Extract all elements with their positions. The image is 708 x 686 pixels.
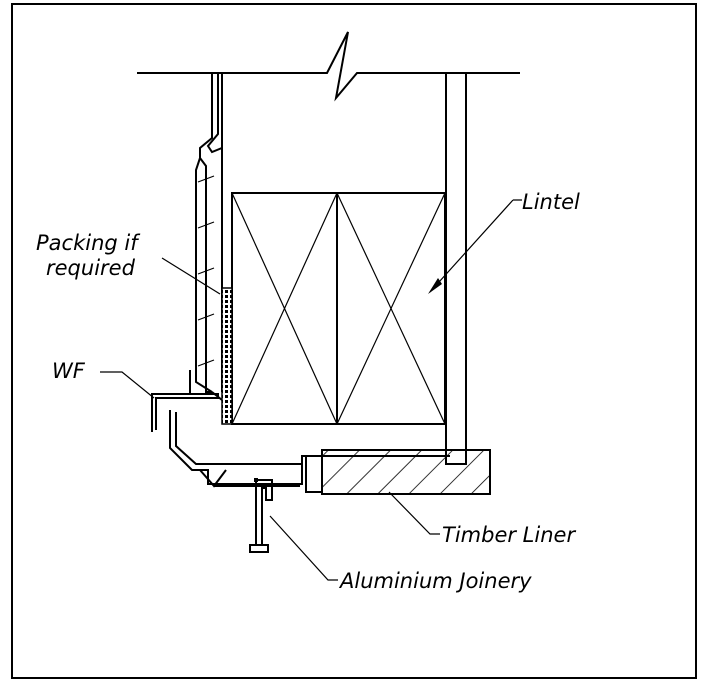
wf-flashing — [151, 393, 219, 432]
timber-liner-leader — [388, 491, 440, 535]
label-lintel: Lintel — [522, 190, 580, 214]
wall-stud — [445, 73, 467, 465]
weatherboard-cladding — [195, 73, 223, 401]
label-wf: WF — [52, 359, 86, 383]
drawing-border — [11, 3, 697, 679]
head-flashing-inner — [175, 412, 302, 465]
label-aluminium-joinery: Aluminium Joinery — [338, 569, 532, 593]
lintel-leader-arrow — [428, 278, 442, 294]
packing-leader — [161, 257, 221, 295]
ceiling-line-break-symbol — [137, 31, 520, 102]
aluminium-joinery-section — [214, 478, 300, 553]
timber-liner — [305, 449, 491, 495]
packing-strip — [221, 287, 233, 425]
label-timber-liner: Timber Liner — [442, 523, 576, 547]
label-packing-line1: Packing if — [36, 231, 141, 255]
label-packing-line2: required — [46, 256, 136, 280]
wf-leader — [100, 371, 155, 399]
lintel-block — [231, 192, 446, 425]
lintel-leader — [429, 199, 522, 293]
head-flashing — [169, 410, 450, 485]
aluminium-joinery-leader — [269, 515, 338, 581]
